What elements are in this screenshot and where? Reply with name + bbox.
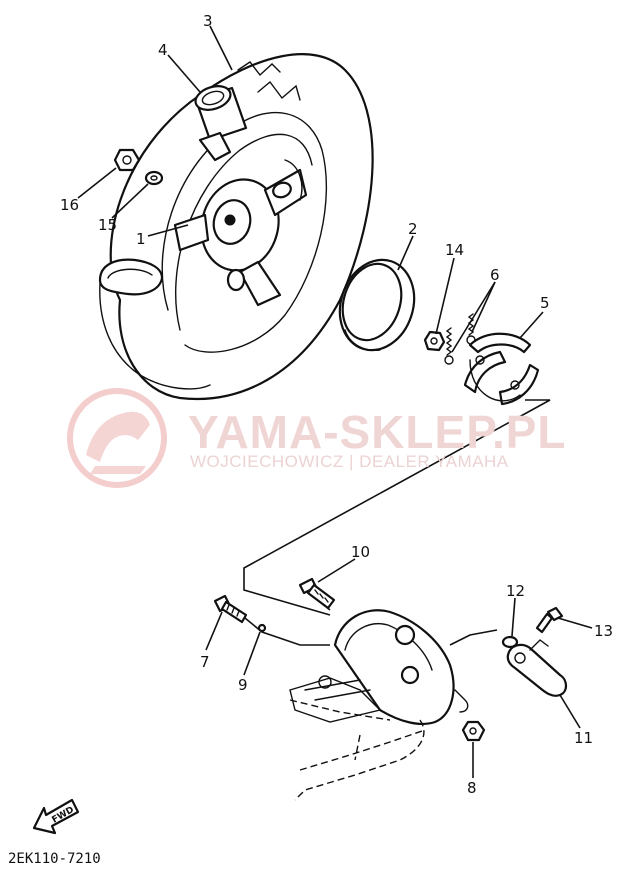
- callout-8: 8: [467, 779, 477, 797]
- pin-9: [257, 623, 267, 633]
- axle-nut: [113, 148, 141, 172]
- callout-10: 10: [351, 543, 370, 561]
- callout-11: 11: [574, 729, 593, 747]
- watermark-subtitle: WOJCIECHOWICZ | DEALER YAMAHA: [190, 452, 509, 471]
- callout-9: 9: [238, 676, 248, 694]
- washer-12: [501, 635, 519, 649]
- nut-14: [423, 330, 446, 352]
- callout-1: 1: [136, 230, 146, 248]
- callout-7: 7: [200, 653, 210, 671]
- callout-4: 4: [158, 41, 168, 59]
- bolt-13: [535, 606, 564, 634]
- callout-15: 15: [98, 216, 117, 234]
- bolt-7: [213, 594, 248, 624]
- callout-5: 5: [540, 294, 550, 312]
- callout-13: 13: [594, 622, 613, 640]
- callout-2: 2: [408, 220, 418, 238]
- drum-ring: [338, 258, 416, 352]
- washer: [144, 170, 164, 186]
- callout-6: 6: [490, 266, 500, 284]
- callout-14: 14: [445, 241, 464, 259]
- fwd-arrow-icon: FWD: [32, 798, 80, 835]
- brake-plate-housing: [289, 609, 469, 801]
- callout-16: 16: [60, 196, 79, 214]
- leader-lines: [77, 25, 593, 778]
- catalog-code: 2EK110-7210: [8, 851, 101, 867]
- camshaft-lever: [506, 639, 568, 697]
- brake-shoes: [463, 332, 540, 406]
- watermark-logo: [67, 388, 167, 488]
- callout-numbers: 3 4 16 15 1 2 14 6 5 10 7 9 12 13 11 8: [60, 12, 613, 797]
- brake-cam: [298, 577, 336, 610]
- callout-12: 12: [506, 582, 525, 600]
- callout-3: 3: [203, 12, 213, 30]
- watermark-title: YAMA-SKLEP.PL: [188, 406, 567, 458]
- rear-wheel: [98, 53, 374, 401]
- nut-8: [461, 720, 486, 742]
